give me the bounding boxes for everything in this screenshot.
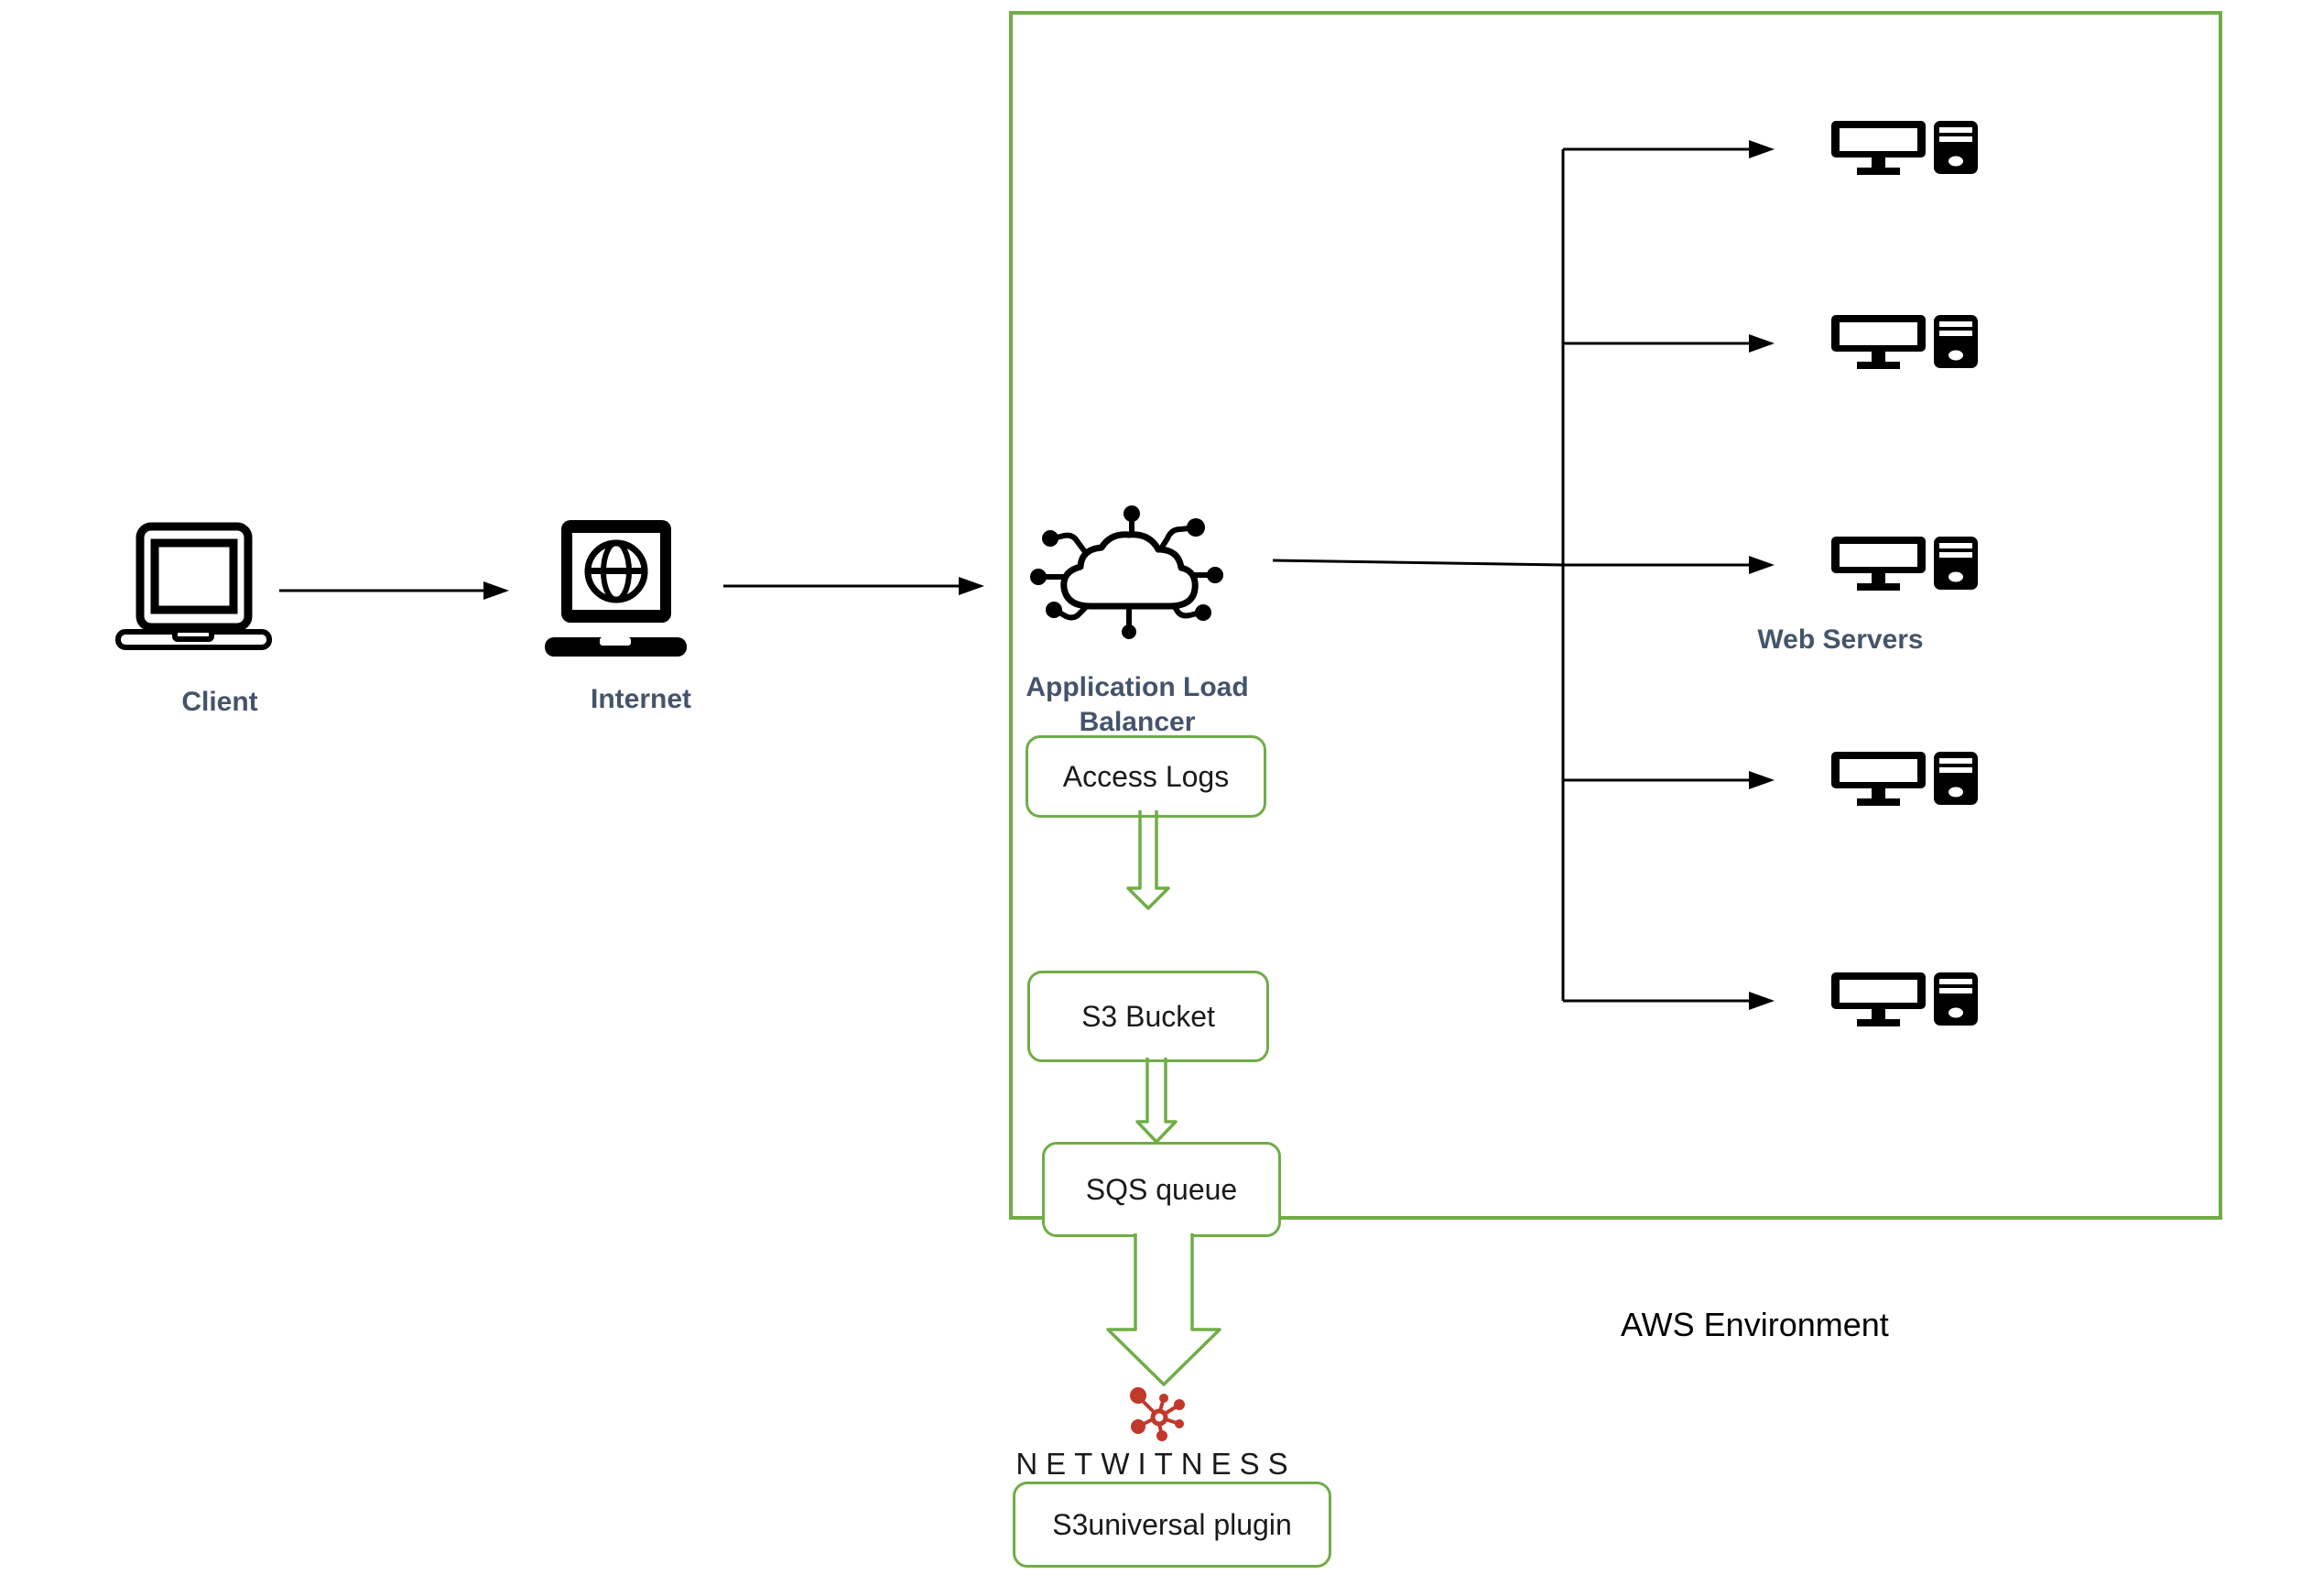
aws-environment-label: AWS Environment [1621,1306,1889,1343]
web-server-icon [1831,315,1978,372]
arrow-to-web-server-2 [1563,334,1775,353]
arrow-to-web-server-4 [1563,771,1775,789]
application-load-balancer-icon [1030,504,1224,639]
s3-bucket-label: S3 Bucket [1081,999,1215,1033]
access-logs-label: Access Logs [1062,759,1230,793]
s3universal-plugin-label: S3universal plugin [1052,1507,1292,1541]
web-servers-label: Web Servers [1757,624,1924,655]
client-laptop-icon [114,522,273,653]
arrow-to-web-server-1 [1563,140,1775,158]
arrow-client-to-internet [279,581,509,600]
sqs-queue-box: SQS queue [1042,1142,1281,1237]
internet-laptop-icon [545,520,687,657]
access-logs-box: Access Logs [1026,735,1266,818]
web-server-icon [1831,972,1978,1029]
arrow-to-web-server-5 [1563,992,1775,1010]
web-server-icon [1831,121,1978,178]
aws-environment-box [1009,11,2222,1220]
sqs-queue-label: SQS queue [1085,1172,1238,1206]
s3-bucket-box: S3 Bucket [1027,971,1269,1062]
s3universal-plugin-box: S3universal plugin [1013,1482,1331,1568]
web-server-icon [1831,752,1978,809]
internet-label: Internet [590,684,691,714]
arrow-internet-to-alb [723,577,984,595]
application-load-balancer-label: Application Load Balancer [1026,672,1249,737]
web-server-icon [1831,537,1978,593]
netwitness-wordmark: NETWITNESS [1015,1447,1297,1481]
arrow-accesslogs-to-s3 [1126,810,1170,910]
arrow-to-web-server-3 [1563,556,1775,574]
line-alb-to-trunk [1272,559,1565,567]
netwitness-icon [1129,1384,1188,1441]
arrow-sqs-to-netwitness [1106,1233,1221,1386]
client-label: Client [181,687,258,717]
